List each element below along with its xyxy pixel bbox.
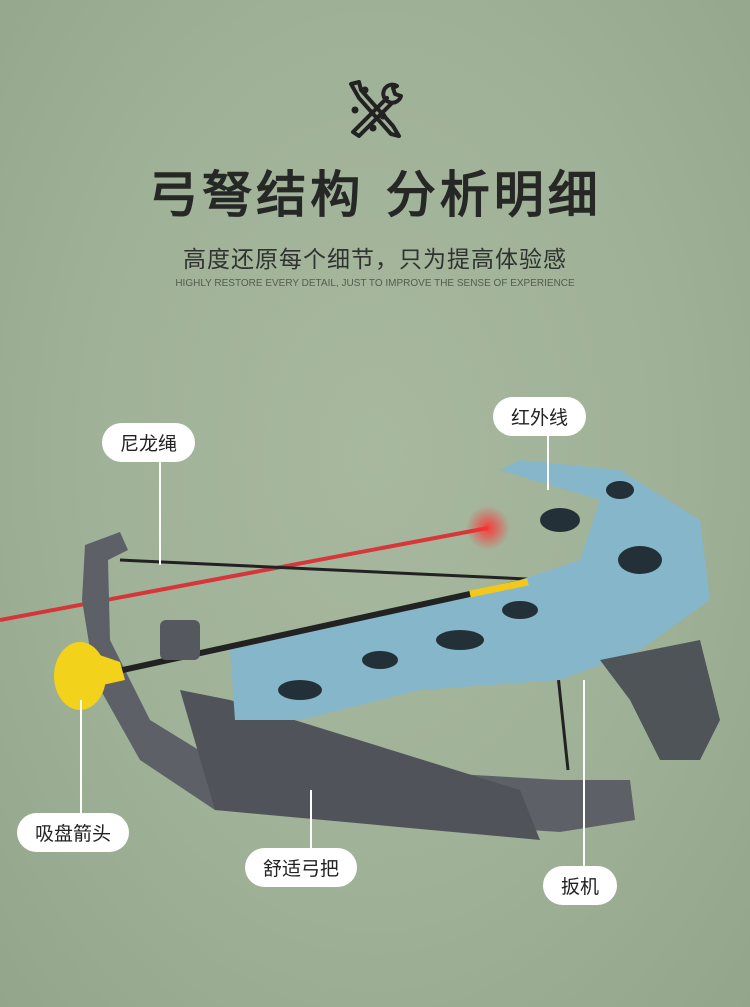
camo-body xyxy=(230,460,710,720)
label-grip: 舒适弓把 xyxy=(245,848,358,887)
label-infrared: 红外线 xyxy=(493,397,587,436)
subtitle-english: HIGHLY RESTORE EVERY DETAIL, JUST TO IMP… xyxy=(175,278,575,289)
suction-cup xyxy=(54,642,106,710)
subtitle: 高度还原每个细节，只为提高体验感 xyxy=(183,247,567,273)
nylon-string xyxy=(119,558,549,582)
label-suction-arrow: 吸盘箭头 xyxy=(17,813,130,852)
label-nylon-rope: 尼龙绳 xyxy=(102,423,196,462)
tools-icon xyxy=(349,80,403,138)
pistol-grip xyxy=(600,640,720,760)
label-trigger: 扳机 xyxy=(543,866,618,905)
page-title: 弓弩结构 分析明细 xyxy=(148,166,602,224)
laser-beam xyxy=(0,526,489,622)
